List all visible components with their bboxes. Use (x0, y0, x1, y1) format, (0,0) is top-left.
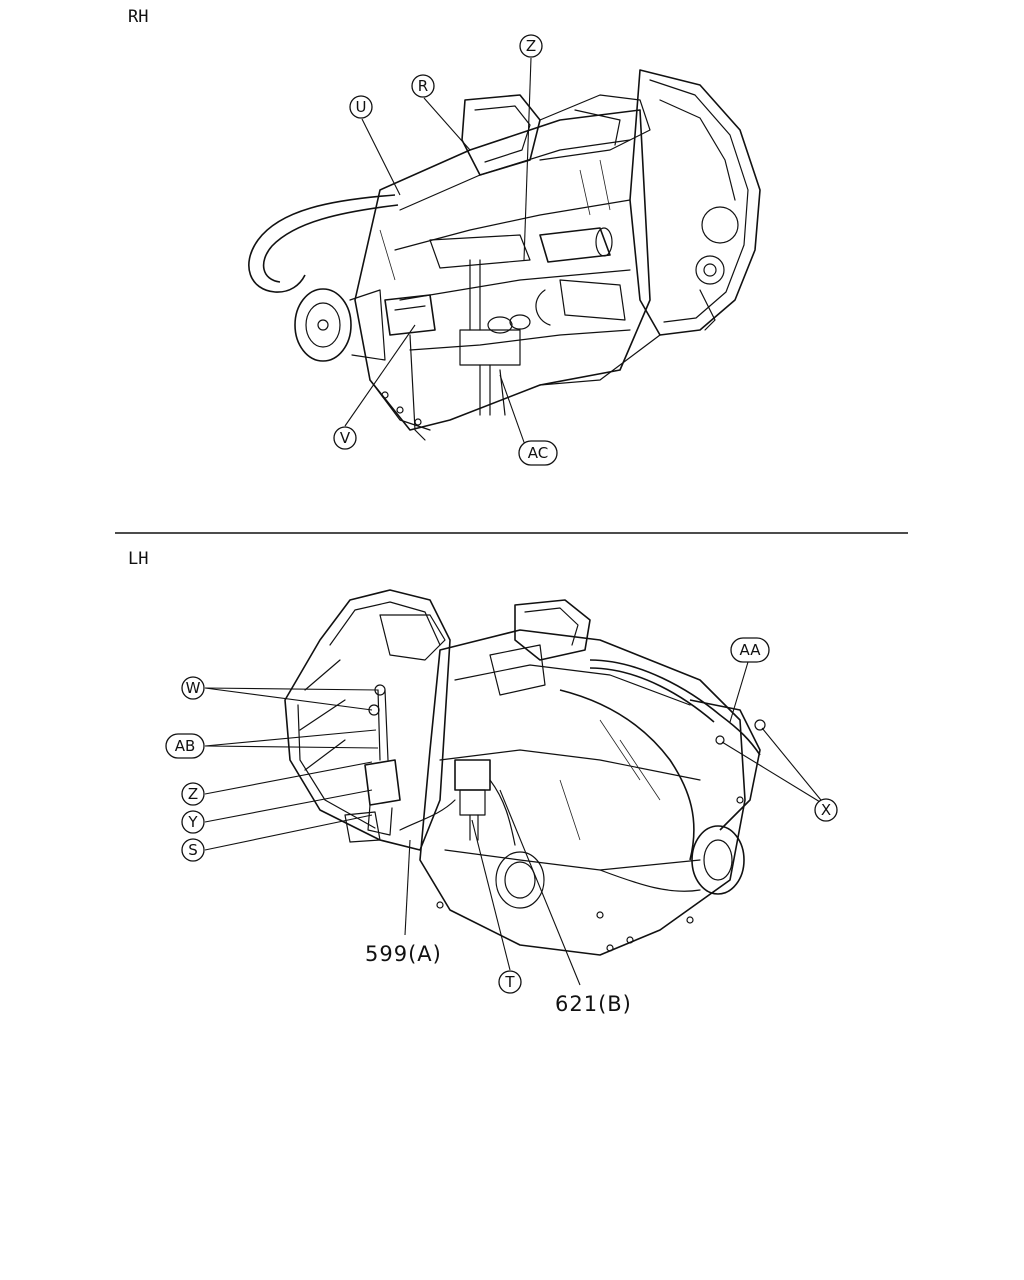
callout-lh-z: Z (181, 782, 205, 806)
callout-lh-ab: AB (165, 733, 205, 759)
callout-lh-t: T (498, 970, 522, 994)
svg-text:Y: Y (187, 813, 198, 831)
svg-text:S: S (188, 841, 198, 859)
svg-text:T: T (504, 973, 515, 991)
callout-rh-r: R (411, 74, 435, 98)
callout-lh-x: X (814, 798, 838, 822)
rh-transmission-drawing (248, 69, 761, 441)
rh-leader-lines (344, 57, 532, 446)
callout-rh-u: U (349, 95, 373, 119)
callout-rh-ac: AC (518, 440, 558, 466)
svg-text:R: R (418, 77, 428, 95)
svg-text:X: X (821, 801, 831, 819)
view-label-rh: RH (128, 7, 148, 27)
svg-text:Z: Z (526, 37, 536, 55)
callout-lh-aa: AA (730, 637, 770, 663)
svg-text:V: V (340, 429, 351, 447)
lh-transmission-drawing (284, 589, 766, 956)
view-label-lh: LH (128, 549, 148, 569)
part-label-621b: 621(B) (555, 992, 632, 1016)
callout-lh-w: W (181, 676, 205, 700)
svg-text:AA: AA (740, 641, 762, 659)
svg-text:AB: AB (175, 737, 196, 755)
svg-text:Z: Z (188, 785, 198, 803)
svg-text:U: U (356, 98, 367, 116)
callout-rh-z: Z (519, 34, 543, 58)
svg-text:AC: AC (528, 444, 548, 462)
lh-leader-lines (204, 661, 826, 986)
callout-lh-y: Y (181, 810, 205, 834)
callout-rh-v: V (333, 426, 357, 450)
svg-text:W: W (186, 679, 201, 697)
callout-lh-s: S (181, 838, 205, 862)
part-label-599a: 599(A) (365, 942, 442, 966)
